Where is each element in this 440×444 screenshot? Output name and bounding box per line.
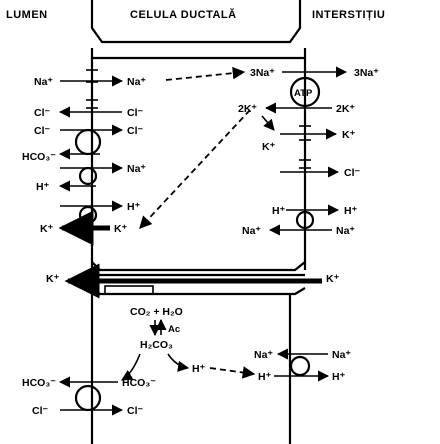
cl-hco3-exchanger — [74, 128, 102, 156]
lower-lumen-hco3-label: HCO₃⁻ — [22, 377, 56, 389]
reaction-product: H₂CO₃ — [140, 339, 173, 351]
cell-h-basolateral-label: H⁺ — [272, 205, 286, 217]
lumen-na-label: Na⁺ — [34, 76, 53, 88]
pump-na-out-label: 3Na⁺ — [354, 67, 379, 79]
enzyme-label: Ac — [168, 324, 180, 335]
lower-interstitium-h-label: H⁺ — [332, 371, 346, 383]
h2co3-to-h-arrow — [167, 353, 190, 372]
upper-cell-junction — [90, 48, 307, 60]
lower-cell-hco3-label: HCO₃⁻ — [122, 377, 156, 389]
h2co3-to-hco3-arrow — [121, 353, 141, 381]
pump-k-in-label: 2K⁺ — [238, 103, 257, 115]
lumen-cl-label-1: Cl⁻ — [34, 107, 51, 119]
upper-cell-top-boundary — [90, 0, 302, 44]
reaction-reactants: CO₂ + H₂O — [130, 306, 183, 318]
na-h-exchanger — [78, 166, 98, 186]
pump-na-in-label: 3Na⁺ — [250, 67, 275, 79]
na-to-pump-dashed-arrow — [165, 66, 246, 81]
cell-na-label: Na⁺ — [127, 76, 146, 88]
cell-k-label: K⁺ — [114, 223, 128, 235]
k-diagonal-arrow — [261, 115, 275, 131]
paracellular-bottom-line — [91, 287, 306, 296]
lower-cell-cl-label: Cl⁻ — [127, 405, 144, 417]
cell-na-label-2: Na⁺ — [127, 163, 146, 175]
lumen-cl-label-2: Cl⁻ — [34, 125, 51, 137]
lumen-k-label: K⁺ — [40, 223, 54, 235]
interstitium-h-label: H⁺ — [344, 205, 358, 217]
upper-cell-bottom-boundary — [91, 261, 306, 272]
cell-k-basolateral-label: K⁺ — [262, 141, 276, 153]
lumen-h-label: H⁺ — [36, 181, 50, 193]
k-recycle-dashed-arrow — [139, 109, 251, 229]
cell-na-basolateral-label: Na⁺ — [242, 225, 261, 237]
h-to-exchanger-dashed-arrow — [209, 366, 256, 379]
cell-header: CELULA DUCTALĂ — [130, 8, 237, 21]
interstitium-k-label: K⁺ — [342, 129, 356, 141]
lower-lumen-cl-label: Cl⁻ — [32, 405, 49, 417]
cell-cl-label-1: Cl⁻ — [127, 107, 144, 119]
lower-cell-na-label: Na⁺ — [254, 349, 273, 361]
cell-h-lower-label: H⁺ — [192, 363, 206, 375]
lower-cl-hco3-exchanger — [74, 384, 102, 412]
lower-cell-tight-junction — [104, 285, 154, 295]
lower-na-h-exchanger — [289, 355, 311, 377]
cell-cl-label-2: Cl⁻ — [127, 125, 144, 137]
atp-label: ATP — [294, 88, 313, 99]
lower-interstitium-na-label: Na⁺ — [332, 349, 351, 361]
lumen-hco3-label: HCO₃⁻ — [22, 151, 56, 163]
paracellular-k-left-label: K⁺ — [46, 273, 60, 285]
cell-h-label: H⁺ — [127, 201, 141, 213]
pump-k-out-label: 2K⁺ — [336, 103, 355, 115]
interstitium-na-label: Na⁺ — [336, 225, 355, 237]
k-h-exchanger — [78, 205, 98, 225]
lumen-header: LUMEN — [6, 9, 48, 21]
paracellular-k-right-label: K⁺ — [326, 273, 340, 285]
lower-cell-h-exchanger-label: H⁺ — [258, 371, 272, 383]
interstitium-cl-label: Cl⁻ — [344, 167, 361, 179]
basolateral-na-h-exchanger — [295, 210, 315, 230]
na-k-atpase-pump — [289, 76, 321, 108]
interstitium-header: INTERSTIȚIU — [312, 9, 385, 21]
